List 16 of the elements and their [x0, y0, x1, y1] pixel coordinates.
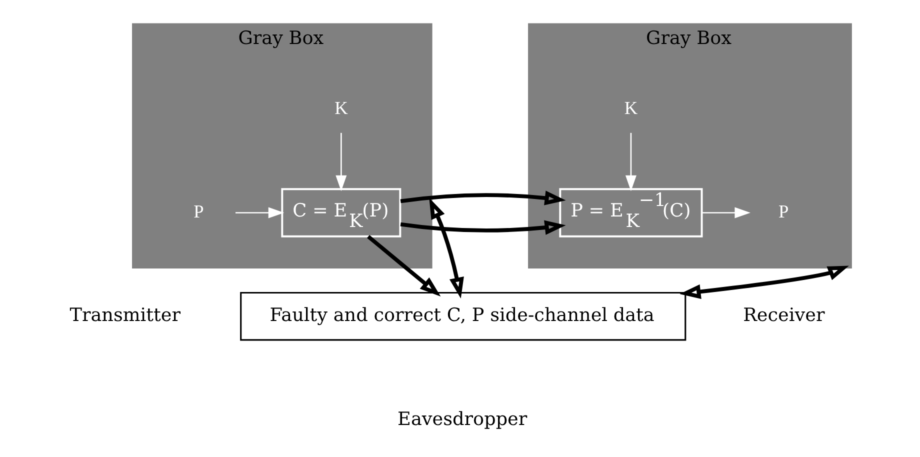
arrow	[235, 207, 284, 218]
arrow	[400, 190, 566, 235]
arrow	[428, 198, 464, 299]
arrow	[366, 234, 440, 296]
node-box: Faulty and correct C, P side-channel data	[240, 292, 686, 341]
node-text: K	[624, 98, 638, 118]
node-text: P	[193, 202, 204, 222]
node-label: Transmitter	[69, 305, 180, 326]
node-label: Receiver	[742, 305, 824, 326]
arrow	[335, 132, 346, 192]
node-label: Eavesdropper	[397, 408, 527, 430]
arrow	[679, 266, 848, 299]
node-text: P	[778, 202, 788, 222]
arrow	[624, 132, 636, 192]
arrow	[702, 207, 750, 218]
node-text: K	[334, 98, 348, 118]
